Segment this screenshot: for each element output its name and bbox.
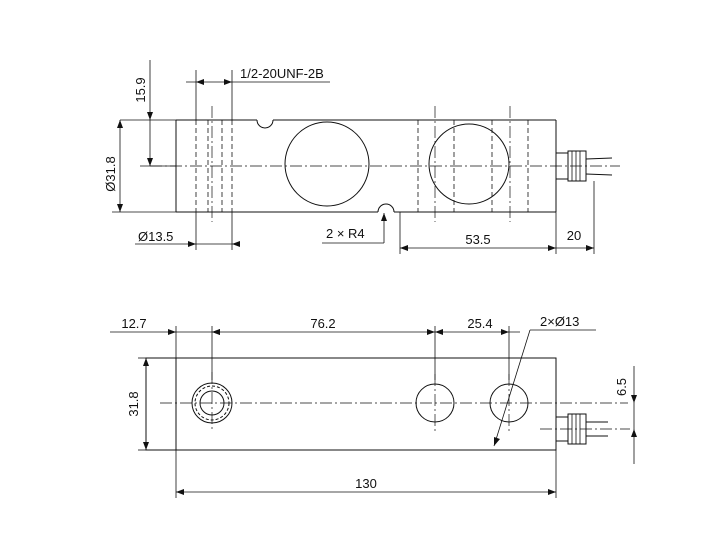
thread-callout: 1/2-20UNF-2B xyxy=(186,66,330,120)
top-view-threaded-hole xyxy=(191,372,233,430)
top-view-cable-connector xyxy=(540,413,630,445)
side-view: 15.9 Ø31.8 1/2-20UNF-2B Ø13.5 xyxy=(103,60,620,254)
dim-end: 20 xyxy=(556,181,595,254)
dim-hole-diameter-label: Ø13.5 xyxy=(138,229,173,244)
dim-span-label: 76.2 xyxy=(310,316,335,331)
side-view-threaded-hole xyxy=(195,106,233,222)
side-view-gauge-hole-1 xyxy=(284,121,370,207)
dim-total-length: 130 xyxy=(175,450,557,498)
dim-cable-offset: 6.5 xyxy=(614,366,637,464)
side-view-gauge-hole-2 xyxy=(428,123,510,205)
side-view-mount-holes xyxy=(417,106,529,222)
side-view-cable-connector xyxy=(555,150,613,182)
dim-length: 53.5 xyxy=(399,212,557,254)
top-view-body xyxy=(145,357,557,451)
notch-callout: 2 × R4 xyxy=(322,213,387,244)
dim-cable-offset-label: 6.5 xyxy=(614,378,629,396)
thread-label: 1/2-20UNF-2B xyxy=(240,66,324,81)
dim-height: 31.8 xyxy=(126,357,149,451)
dim-top-chain: 12.7 76.2 25.4 xyxy=(110,316,520,380)
dim-pitch-label: 25.4 xyxy=(467,316,492,331)
top-view: 12.7 76.2 25.4 2×Ø13 31.8 6.5 xyxy=(110,314,637,498)
dim-height-label: 31.8 xyxy=(126,391,141,416)
dim-offset-label: 12.7 xyxy=(121,316,146,331)
dim-total-length-label: 130 xyxy=(355,476,377,491)
dim-diameter-label: Ø31.8 xyxy=(103,156,118,191)
holes-label: 2×Ø13 xyxy=(540,314,579,329)
notch-label: 2 × R4 xyxy=(326,226,365,241)
dim-length-label: 53.5 xyxy=(465,232,490,247)
dim-diameter: Ø31.8 xyxy=(103,120,176,213)
dim-end-label: 20 xyxy=(567,228,581,243)
dim-hole-diameter: Ø13.5 xyxy=(135,212,240,250)
dim-height-top: 15.9 xyxy=(120,60,176,167)
holes-callout: 2×Ø13 xyxy=(493,314,596,447)
dim-height-top-label: 15.9 xyxy=(133,77,148,102)
